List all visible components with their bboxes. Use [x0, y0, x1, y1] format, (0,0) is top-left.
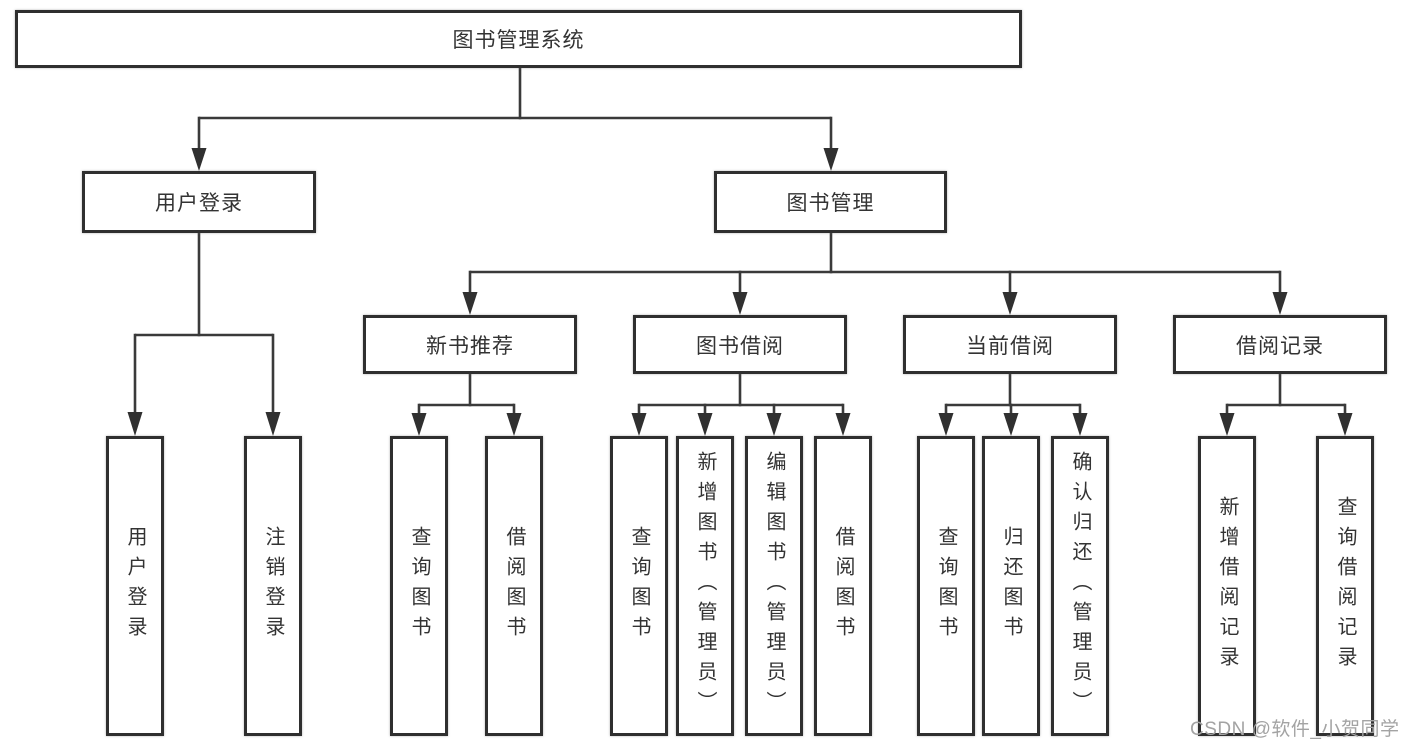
connector-user-login-to-leaves [127, 233, 281, 436]
node-new-book-recommend: 新书推荐 [363, 315, 577, 374]
arrow-head [506, 413, 522, 436]
node-label: 借阅记录 [1236, 334, 1324, 358]
leaf-label: 注销登录 [262, 526, 284, 646]
node-system-root: 图书管理系统 [15, 10, 1022, 68]
leaf-query-book-borrow: 查询图书 [610, 436, 668, 736]
connector-root-to-level2 [191, 68, 839, 171]
node-current-borrow: 当前借阅 [903, 315, 1117, 374]
leaf-query-book-recommend: 查询图书 [390, 436, 448, 736]
connector-borrow-record-to-leaves [1219, 374, 1353, 436]
arrow-head [938, 413, 954, 436]
leaf-return-book: 归还图书 [982, 436, 1040, 736]
leaf-confirm-return-admin: 确认归还（管理员） [1051, 436, 1109, 736]
arrow-head [1003, 413, 1019, 436]
arrow-head [411, 413, 427, 436]
node-book-borrow: 图书借阅 [633, 315, 847, 374]
arrow-head [265, 412, 281, 436]
leaf-logout: 注销登录 [244, 436, 302, 736]
leaf-borrow-book: 借阅图书 [814, 436, 872, 736]
node-label: 当前借阅 [966, 334, 1054, 358]
leaf-edit-book-admin: 编辑图书（管理员） [745, 436, 803, 736]
arrow-head [127, 412, 143, 436]
leaf-label: 新增图书（管理员） [694, 451, 716, 721]
arrow-head [766, 413, 782, 436]
leaf-query-borrow-record: 查询借阅记录 [1316, 436, 1374, 736]
leaf-borrow-book-recommend: 借阅图书 [485, 436, 543, 736]
leaf-label: 归还图书 [1000, 526, 1022, 646]
connector-new-book-to-leaves [411, 374, 522, 436]
connector-book-management-to-level3 [462, 233, 1288, 315]
arrow-head [631, 413, 647, 436]
arrow-head [732, 292, 748, 315]
csdn-watermark: CSDN @软件_小贺同学 [1190, 719, 1400, 740]
node-label: 图书管理系统 [452, 29, 585, 52]
leaf-label: 借阅图书 [503, 526, 525, 646]
connector-book-borrow-to-leaves [631, 374, 851, 436]
node-label: 图书管理 [786, 192, 875, 215]
leaf-add-borrow-record: 新增借阅记录 [1198, 436, 1256, 736]
leaf-add-book-admin: 新增图书（管理员） [676, 436, 734, 736]
leaf-query-book-current: 查询图书 [917, 436, 975, 736]
node-book-management: 图书管理 [714, 171, 947, 233]
arrow-head [462, 292, 478, 315]
arrow-head [823, 148, 839, 171]
connector-current-borrow-to-leaves [938, 374, 1088, 436]
leaf-label: 确认归还（管理员） [1069, 451, 1091, 721]
leaf-label: 借阅图书 [832, 526, 854, 646]
arrow-head [835, 413, 851, 436]
arrow-head [1219, 413, 1235, 436]
leaf-label: 编辑图书（管理员） [763, 451, 785, 721]
node-label: 新书推荐 [426, 334, 514, 358]
leaf-label: 查询图书 [408, 526, 430, 646]
arrow-head [697, 413, 713, 436]
node-borrow-record: 借阅记录 [1173, 315, 1387, 374]
leaf-label: 新增借阅记录 [1216, 496, 1238, 676]
node-label: 图书借阅 [696, 334, 784, 358]
arrow-head [1002, 292, 1018, 315]
arrow-head [191, 148, 207, 171]
leaf-label: 查询图书 [628, 526, 650, 646]
arrow-head [1072, 413, 1088, 436]
node-user-login: 用户登录 [82, 171, 316, 233]
leaf-label: 查询借阅记录 [1334, 496, 1356, 676]
leaf-label: 用户登录 [124, 526, 146, 646]
leaf-user-login: 用户登录 [106, 436, 164, 736]
arrow-head [1272, 292, 1288, 315]
leaf-label: 查询图书 [935, 526, 957, 646]
node-label: 用户登录 [155, 192, 243, 215]
arrow-head [1337, 413, 1353, 436]
